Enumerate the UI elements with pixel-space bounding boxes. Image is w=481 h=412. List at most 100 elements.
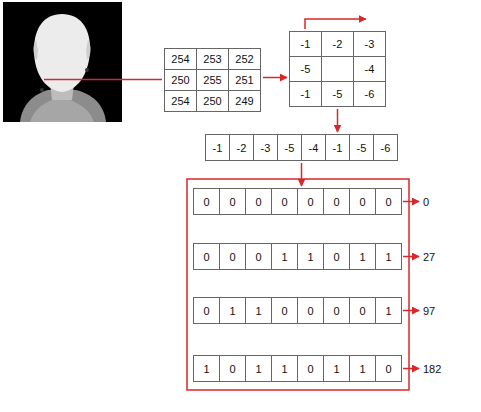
table-cell: 0 xyxy=(220,356,246,382)
table-cell: -2 xyxy=(322,32,354,57)
table-cell: 1 xyxy=(350,356,376,382)
table-cell: 250 xyxy=(165,70,197,91)
noise-dot xyxy=(40,88,44,92)
table-cell: 0 xyxy=(376,356,402,382)
table-cell: -5 xyxy=(290,57,322,82)
cell-value: 254 xyxy=(171,95,189,107)
flow-arrow xyxy=(301,163,303,186)
cell-value: -5 xyxy=(301,63,311,75)
table-cell: 1 xyxy=(350,244,376,270)
table-cell: 0 xyxy=(220,244,246,270)
table-cell: 255 xyxy=(197,70,229,91)
table-cell: 0 xyxy=(298,356,324,382)
cell-value: 0 xyxy=(333,305,339,317)
cell-value: 0 xyxy=(229,251,235,263)
cell-value: 0 xyxy=(307,196,313,208)
table-cell: 0 xyxy=(298,189,324,215)
noise-dot xyxy=(85,68,89,72)
table-cell xyxy=(322,57,354,82)
table-cell: 254 xyxy=(165,49,197,70)
cell-value: 0 xyxy=(307,363,313,375)
cell-value: 0 xyxy=(255,196,261,208)
table-cell: -3 xyxy=(354,32,386,57)
cell-value: 0 xyxy=(203,305,209,317)
cell-value: 0 xyxy=(281,305,287,317)
table-cell: -1 xyxy=(326,135,350,161)
table-cell: 0 xyxy=(194,244,220,270)
leader-line xyxy=(44,79,162,81)
decimal-value: 0 xyxy=(422,196,430,208)
table-cell: 0 xyxy=(272,298,298,324)
bit-row: 00000000 xyxy=(193,188,402,215)
table-cell: 0 xyxy=(324,298,350,324)
table-cell: -4 xyxy=(354,57,386,82)
value-arrow xyxy=(403,310,419,312)
cell-value: 1 xyxy=(359,251,365,263)
value-arrow xyxy=(403,201,419,203)
cell-value: 0 xyxy=(229,196,235,208)
table-cell: -5 xyxy=(322,82,354,107)
cell-value: 0 xyxy=(359,305,365,317)
cell-value: 1 xyxy=(359,363,365,375)
cell-value: 1 xyxy=(281,251,287,263)
cell-value: 1 xyxy=(255,305,261,317)
scan-order-arrow xyxy=(305,19,366,29)
cell-value: 1 xyxy=(385,251,391,263)
cell-value: 250 xyxy=(171,74,189,86)
head-shape xyxy=(34,14,90,92)
cell-value: -3 xyxy=(261,142,271,154)
cell-value: 1 xyxy=(229,305,235,317)
table-cell: 0 xyxy=(194,189,220,215)
image-background xyxy=(3,2,122,122)
cell-value: 1 xyxy=(255,363,261,375)
table-cell: -4 xyxy=(302,135,326,161)
table-cell: 253 xyxy=(197,49,229,70)
pixel-grid: 254253252250255251254250249 xyxy=(164,48,261,112)
cell-value: 0 xyxy=(333,196,339,208)
table-cell: 0 xyxy=(246,244,272,270)
flow-arrow xyxy=(263,77,287,79)
table-cell: -5 xyxy=(350,135,374,161)
cell-value: 0 xyxy=(385,196,391,208)
cell-value: -1 xyxy=(301,88,311,100)
cell-value: -1 xyxy=(333,142,343,154)
table-cell: -3 xyxy=(254,135,278,161)
cell-value: -4 xyxy=(365,63,375,75)
cell-value: 251 xyxy=(235,74,253,86)
cell-value: -5 xyxy=(333,88,343,100)
bit-row: 00011011 xyxy=(193,243,402,270)
table-cell: 0 xyxy=(376,189,402,215)
table-cell: 0 xyxy=(298,298,324,324)
table-cell: 1 xyxy=(376,298,402,324)
difference-grid: -1-2-3-5-4-1-5-6 xyxy=(289,31,386,107)
cell-value: 253 xyxy=(203,53,221,65)
cell-value: 0 xyxy=(359,196,365,208)
table-cell: -6 xyxy=(374,135,398,161)
bit-row: 01100001 xyxy=(193,297,402,324)
cell-value: -5 xyxy=(357,142,367,154)
cell-value: -1 xyxy=(213,142,223,154)
decimal-value: 97 xyxy=(422,305,436,317)
bit-row: 10110110 xyxy=(193,355,402,382)
cell-value: 254 xyxy=(171,53,189,65)
table-cell: 0 xyxy=(246,189,272,215)
table-cell: 1 xyxy=(324,356,350,382)
table-cell: 0 xyxy=(194,298,220,324)
cell-value: 255 xyxy=(203,74,221,86)
table-cell: 0 xyxy=(220,189,246,215)
cell-value: 0 xyxy=(203,196,209,208)
table-cell: 251 xyxy=(229,70,261,91)
cell-value: 0 xyxy=(229,363,235,375)
cell-value: 0 xyxy=(385,363,391,375)
table-cell: 1 xyxy=(272,356,298,382)
cell-value: 0 xyxy=(307,305,313,317)
table-cell: -1 xyxy=(206,135,230,161)
decimal-value: 182 xyxy=(422,363,442,375)
table-cell: -5 xyxy=(278,135,302,161)
table-cell: -1 xyxy=(290,82,322,107)
cell-value: -5 xyxy=(285,142,295,154)
cell-value: -3 xyxy=(365,38,375,50)
table-cell: 0 xyxy=(272,189,298,215)
cell-value: 1 xyxy=(281,363,287,375)
table-cell: 254 xyxy=(165,91,197,112)
